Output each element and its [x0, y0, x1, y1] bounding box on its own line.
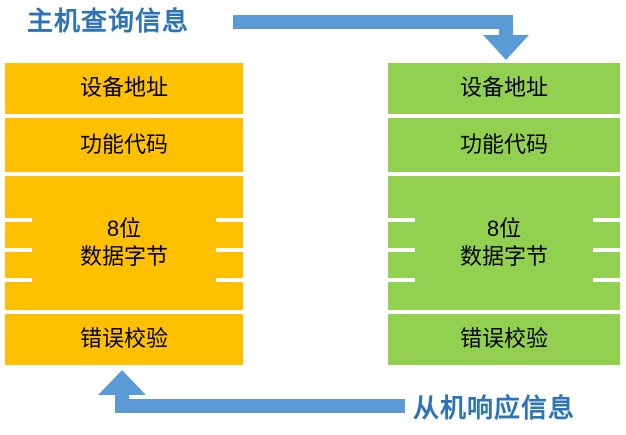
master-data-tick-left-3 — [5, 278, 32, 282]
master-frame: 设备地址 功能代码 8位 数据字节 错误校验 — [5, 63, 243, 365]
query-label: 主机查询信息 — [27, 6, 190, 36]
master-field-error-check-label: 错误校验 — [79, 326, 168, 352]
slave-field-device-address-label: 设备地址 — [459, 75, 548, 101]
slave-data-tick-right-2 — [593, 248, 620, 252]
master-data-tick-right-1 — [216, 218, 243, 222]
master-data-tick-left-2 — [5, 248, 32, 252]
slave-field-data-bytes: 8位 数据字节 — [388, 176, 620, 310]
master-field-function-code-label: 功能代码 — [79, 131, 168, 157]
slave-field-data-bytes-label-line2: 数据字节 — [459, 244, 548, 269]
response-label: 从机响应信息 — [413, 393, 576, 423]
master-data-tick-right-2 — [216, 248, 243, 252]
slave-field-function-code-label: 功能代码 — [459, 131, 548, 157]
master-field-device-address: 设备地址 — [5, 63, 243, 114]
query-arrow-horizontal-bar — [233, 15, 513, 29]
master-field-function-code: 功能代码 — [5, 118, 243, 172]
response-arrow-horizontal-bar — [115, 399, 405, 413]
slave-data-tick-right-1 — [593, 218, 620, 222]
slave-field-error-check-label: 错误校验 — [459, 326, 548, 352]
slave-field-device-address: 设备地址 — [388, 63, 620, 114]
slave-frame: 设备地址 功能代码 8位 数据字节 错误校验 — [388, 63, 620, 365]
master-field-data-bytes-label-line2: 数据字节 — [79, 244, 168, 269]
master-field-data-bytes-label-line1: 8位 — [106, 215, 142, 241]
slave-data-tick-left-1 — [388, 218, 415, 222]
response-arrow-vertical-bar — [115, 390, 129, 413]
slave-field-data-bytes-label-line1: 8位 — [486, 215, 522, 241]
master-data-tick-right-3 — [216, 278, 243, 282]
slave-field-error-check: 错误校验 — [388, 314, 620, 365]
slave-field-function-code: 功能代码 — [388, 118, 620, 172]
master-field-device-address-label: 设备地址 — [79, 75, 168, 101]
master-data-tick-left-1 — [5, 218, 32, 222]
query-arrow-head-icon — [483, 35, 529, 60]
slave-data-tick-right-3 — [593, 278, 620, 282]
response-arrow-head-icon — [98, 370, 146, 395]
slave-data-tick-left-2 — [388, 248, 415, 252]
query-arrow-vertical-bar — [499, 15, 513, 37]
master-field-data-bytes: 8位 数据字节 — [5, 176, 243, 310]
master-field-error-check: 错误校验 — [5, 314, 243, 365]
slave-data-tick-left-3 — [388, 278, 415, 282]
